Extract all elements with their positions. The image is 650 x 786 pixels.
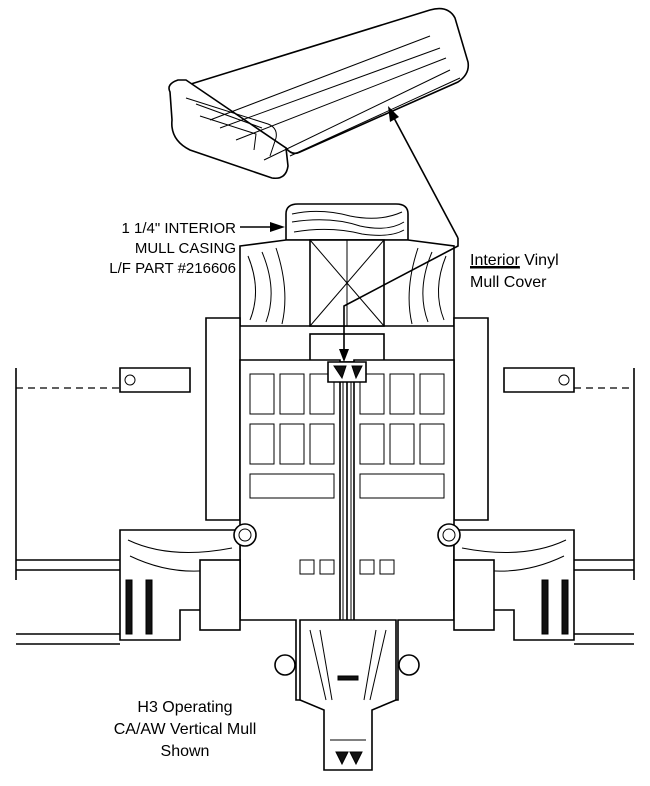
- vinyl-mull-cover: [168, 7, 470, 180]
- glass-panes: [16, 559, 634, 645]
- caption-line2: CA/AW Vertical Mull: [114, 721, 257, 738]
- casing-label-line2: MULL CASING: [135, 240, 236, 257]
- cover-label-rest: Vinyl: [520, 252, 559, 269]
- cover-label-line2: Mull Cover: [470, 274, 547, 291]
- casing-label-line3: L/F PART #216606: [109, 260, 236, 277]
- casing-label: 1 1/4" INTERIOR MULL CASING L/F PART #21…: [109, 220, 236, 277]
- frame-profiles: [205, 317, 489, 766]
- caption-line1: H3 Operating: [137, 699, 232, 716]
- cover-label-line1: Interior Vinyl: [470, 252, 559, 269]
- sash-right: [398, 523, 575, 676]
- interior-mull-casing: [239, 203, 455, 363]
- caption-line3: Shown: [161, 743, 210, 760]
- casing-label-line1: 1 1/4" INTERIOR: [121, 220, 236, 237]
- mull-stem: [299, 619, 397, 771]
- leader-lines: [240, 106, 459, 362]
- sash-left: [119, 523, 296, 676]
- cover-label-underlined: Interior: [470, 252, 520, 269]
- caption: H3 Operating CA/AW Vertical Mull Shown: [114, 699, 257, 760]
- cover-label: Interior Vinyl Mull Cover: [470, 252, 559, 291]
- wall-outline: [15, 367, 635, 580]
